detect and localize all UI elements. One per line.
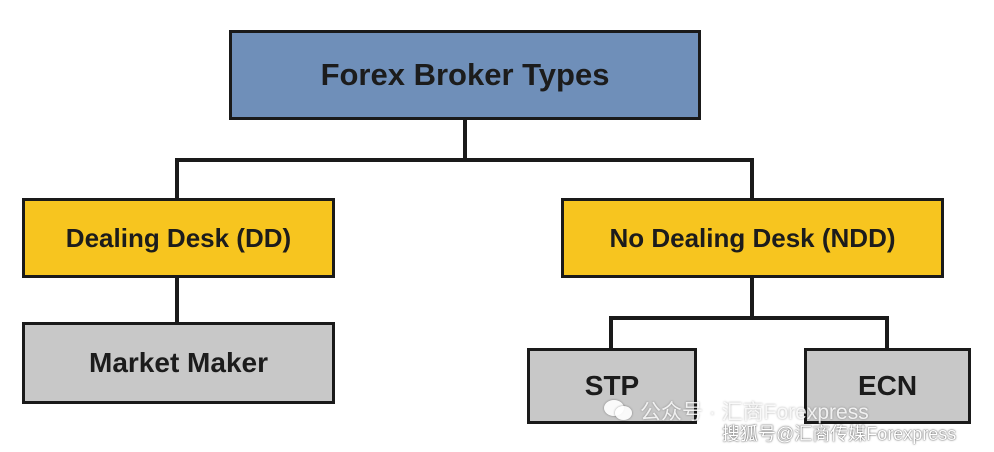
dealing-desk-label: Dealing Desk (DD) (65, 222, 292, 253)
watermark-line1-text: 公众号 · 汇商Forexpress (640, 401, 869, 424)
node-ecn: ECN (804, 348, 971, 424)
node-market-maker: Market Maker (22, 322, 335, 404)
watermark-line2-text: 搜狐号@汇商传媒Forexpress (722, 424, 957, 444)
node-dealing-desk: Dealing Desk (DD) (22, 198, 335, 278)
wechat-icon (604, 400, 634, 422)
root-node-forex-broker-types: Forex Broker Types (229, 30, 701, 120)
root-node-label: Forex Broker Types (320, 57, 610, 92)
market-maker-label: Market Maker (89, 347, 268, 378)
node-no-dealing-desk: No Dealing Desk (NDD) (561, 198, 944, 278)
watermark-wechat-account: 公众号 · 汇商Forexpress (604, 396, 869, 426)
watermark-sohu-account: 搜狐号@汇商传媒Forexpress (722, 420, 956, 446)
node-stp: STP (527, 348, 697, 424)
ecn-label: ECN (857, 370, 918, 401)
stp-label: STP (584, 370, 640, 401)
no-dealing-desk-label: No Dealing Desk (NDD) (609, 222, 896, 253)
